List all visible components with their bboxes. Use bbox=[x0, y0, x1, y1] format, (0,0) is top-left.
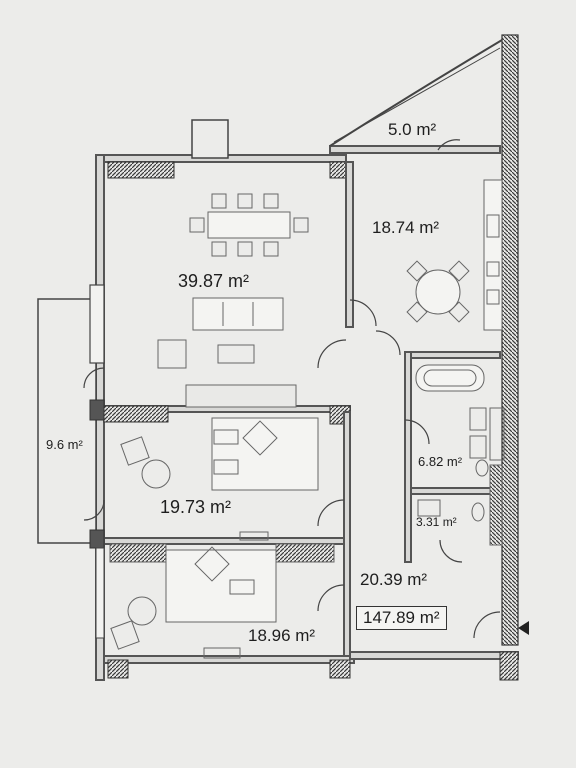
bathroom-area: 6.82 m² bbox=[418, 454, 463, 469]
doors bbox=[83, 139, 501, 639]
bed-icon-2 bbox=[165, 546, 277, 623]
balcony-window bbox=[89, 284, 105, 364]
wardrobe-icon bbox=[109, 543, 167, 563]
pier-bedroom1-left bbox=[103, 405, 169, 423]
pier-top-right bbox=[329, 161, 347, 179]
toilet-icon-wc bbox=[471, 502, 485, 522]
armchair-icon bbox=[157, 339, 187, 369]
washing-machine-icon bbox=[489, 407, 505, 461]
pier-bottom-left bbox=[107, 659, 129, 679]
total-area: 147.89 m² bbox=[363, 608, 440, 627]
living-area: 39.87 m² bbox=[178, 271, 250, 291]
round-ottoman-icon bbox=[141, 459, 171, 489]
door-entry bbox=[473, 611, 501, 639]
entry-arrow-icon bbox=[518, 621, 529, 635]
storage-column-icon bbox=[489, 464, 503, 546]
pier-left-low bbox=[89, 529, 105, 549]
kitchen-counter-icon bbox=[483, 179, 503, 331]
door-loggia bbox=[437, 139, 461, 151]
wall-top-kitchen bbox=[329, 145, 501, 154]
wall-bedroom1-bedroom2 bbox=[103, 537, 351, 545]
pier-bottom-right bbox=[329, 659, 351, 679]
balcony-area: 9.6 m² bbox=[46, 437, 83, 452]
dresser-icon bbox=[239, 531, 269, 541]
door-balcony-upper bbox=[83, 367, 105, 389]
window-bedroom2 bbox=[95, 547, 105, 639]
coffee-table-icon bbox=[217, 344, 255, 364]
bedroom2-area: 18.96 m² bbox=[248, 626, 316, 645]
console-icon bbox=[203, 647, 241, 659]
dining-table-icon bbox=[189, 193, 309, 257]
sink-icon-2 bbox=[469, 435, 487, 459]
armchair-bedroom2-icon bbox=[110, 620, 140, 650]
door-balcony-lower bbox=[83, 499, 105, 521]
total-area-box: 147.89 m² bbox=[356, 606, 447, 630]
loggia-curve-inner bbox=[333, 47, 501, 143]
sofa-icon bbox=[192, 297, 284, 331]
sink-icon bbox=[469, 407, 487, 431]
furniture bbox=[109, 179, 505, 659]
tv-console-icon bbox=[185, 384, 297, 408]
pier-bottom-hall bbox=[499, 651, 519, 681]
pier-top-left bbox=[107, 161, 175, 179]
balcony bbox=[37, 298, 97, 544]
door-wc bbox=[439, 539, 463, 563]
door-bedroom1 bbox=[317, 499, 345, 527]
pier-left-mid bbox=[89, 399, 105, 421]
door-living-hall-2 bbox=[317, 339, 347, 369]
toilet-icon bbox=[475, 459, 489, 477]
wall-bath-left bbox=[404, 351, 412, 563]
round-table-icon bbox=[406, 260, 470, 323]
loggia-area: 5.0 m² bbox=[388, 120, 437, 139]
kitchen-area: 18.74 m² bbox=[372, 218, 440, 237]
wc-area: 3.31 m² bbox=[416, 515, 457, 529]
vent-shaft bbox=[191, 119, 229, 159]
walls bbox=[37, 34, 519, 681]
wall-bottom bbox=[103, 655, 355, 664]
wall-right bbox=[501, 34, 519, 646]
wall-kitchen-bottom bbox=[404, 351, 501, 359]
door-bath bbox=[404, 419, 430, 445]
bathtub-icon bbox=[415, 364, 485, 392]
hall-area: 20.39 m² bbox=[360, 570, 428, 589]
wall-bottom-hall bbox=[349, 651, 519, 660]
door-bedroom2 bbox=[317, 584, 345, 612]
wall-bedroom-hall bbox=[343, 411, 351, 657]
round-ottoman-icon-2 bbox=[127, 596, 157, 626]
door-living-hall bbox=[349, 299, 377, 327]
door-kitchen-hall bbox=[375, 330, 401, 356]
bed-icon bbox=[211, 417, 319, 491]
armchair-bedroom1-icon bbox=[120, 436, 150, 466]
sink-icon-wc bbox=[417, 499, 441, 517]
wall-bath-wc bbox=[410, 487, 501, 495]
wardrobe-icon-2 bbox=[275, 543, 335, 563]
wall-living-kitchen bbox=[345, 161, 354, 328]
bedroom1-area: 19.73 m² bbox=[160, 497, 232, 517]
